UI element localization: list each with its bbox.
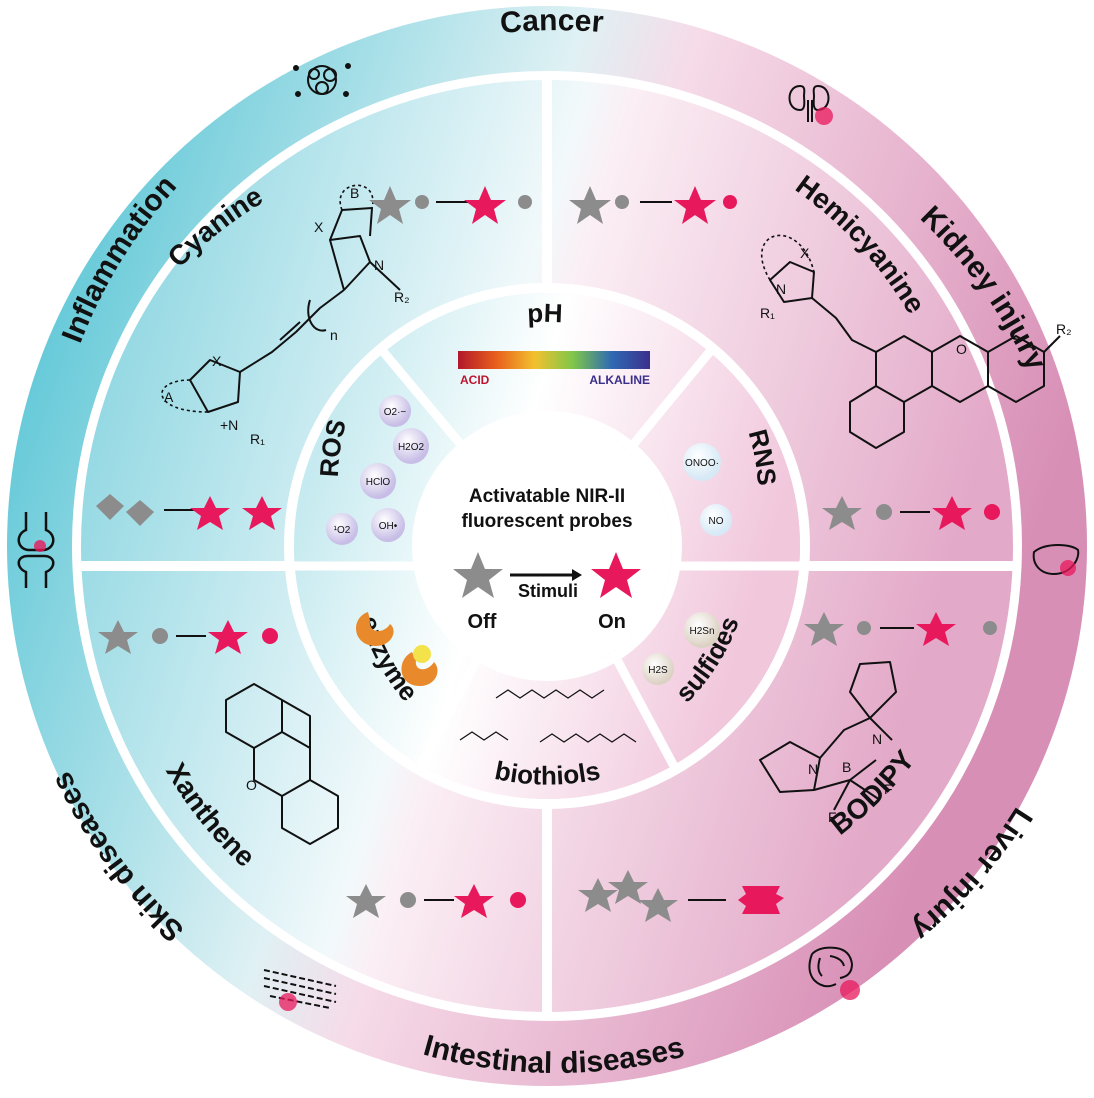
species-bubbles: O2·− H2O2 HClO ¹O2 OH• ONOO· NO H2Sn H2S: [326, 395, 732, 685]
mechanism-aie: [578, 870, 784, 922]
skin-icon: [263, 969, 337, 1011]
mechanism-pet-left: [98, 620, 278, 654]
off-label: Off: [468, 611, 497, 633]
hclo-text: HClO: [366, 477, 391, 488]
hemicyanine-r1: R₁: [760, 305, 775, 321]
hemicyanine-structure: [760, 234, 1061, 449]
mechanism-ict-right: [804, 612, 997, 646]
h2o2-text: H2O2: [398, 442, 425, 453]
cyanine-ring-a: A: [164, 389, 174, 405]
hydroxyl-radical-text: OH•: [379, 521, 398, 532]
liver-icon: [1032, 544, 1080, 576]
hemicyanine-n-atom: N: [776, 281, 786, 297]
mechanism-fret-quencher: [369, 186, 532, 224]
peroxynitrite-text: ONOO·: [685, 458, 719, 469]
xanthene-o-atom: O: [246, 777, 257, 793]
enzyme-icon: [356, 612, 438, 686]
bodipy-n-atom: N: [808, 761, 818, 777]
o2-anion-text: O2·−: [384, 407, 407, 418]
xanthene-structure: [225, 683, 339, 845]
ph-alkaline-label: ALKALINE: [589, 373, 650, 387]
kidney-icon: [788, 84, 833, 125]
center-ring-border: [412, 411, 682, 681]
stimuli-arrowhead: [572, 569, 582, 581]
mechanism-pet-right: [822, 496, 1000, 530]
center-title-line1: Activatable NIR-II: [469, 486, 625, 507]
bodipy-f2-atom: F: [828, 809, 837, 825]
biothiols-label: biothiols: [493, 755, 603, 791]
bodipy-structure: [759, 661, 897, 811]
tumor-icon: [293, 63, 351, 97]
cyanine-x2-atom: X: [314, 219, 324, 235]
h2s-text: H2S: [648, 665, 668, 676]
outer-ring-border: [72, 71, 1022, 1021]
hemicyanine-r2: R₂: [1056, 321, 1072, 337]
h2sn-text: H2Sn: [689, 626, 714, 637]
mechanism-ict-left: [346, 884, 526, 918]
bodipy-f-atom: F: [884, 781, 893, 797]
joint-icon: [17, 512, 55, 588]
cyanine-n-atom: +N: [220, 417, 238, 433]
singlet-oxygen-text: ¹O2: [334, 525, 351, 536]
cyanine-x-atom: X: [212, 353, 222, 369]
mechanism-cleavage: [569, 186, 737, 224]
cyanine-n2-atom: N: [374, 257, 384, 273]
stimuli-label: Stimuli: [518, 581, 578, 601]
mechanism-aggregation: [96, 494, 282, 530]
on-probe-star: [591, 552, 641, 598]
hemicyanine-x-atom: X: [800, 245, 810, 261]
hemicyanine-o-atom: O: [956, 341, 967, 357]
off-probe-star: [453, 552, 503, 598]
ph-scale-bar: [458, 351, 650, 369]
cyanine-n-subscript: n: [330, 327, 338, 343]
bodipy-b-atom: B: [842, 759, 851, 775]
cancer-label: Cancer: [499, 4, 605, 40]
sector-dividers: [293, 346, 801, 773]
nitric-oxide-text: NO: [709, 516, 724, 527]
center-title-line2: fluorescent probes: [461, 511, 632, 532]
biothiol-structures: [459, 689, 637, 743]
cyanine-ring-b: B: [350, 185, 359, 201]
center-disk: [422, 421, 672, 671]
on-label: On: [598, 611, 626, 633]
cyanine-structure: [161, 184, 401, 413]
intestine-icon: [808, 946, 860, 1000]
ph-acid-label: ACID: [460, 373, 490, 387]
ph-label: pH: [527, 298, 564, 329]
quadrant-dividers: [80, 80, 1014, 1012]
bodipy-n2-atom: N: [872, 731, 882, 747]
cyanine-r2: R₂: [394, 289, 410, 305]
cyanine-r1: R₁: [250, 431, 265, 447]
